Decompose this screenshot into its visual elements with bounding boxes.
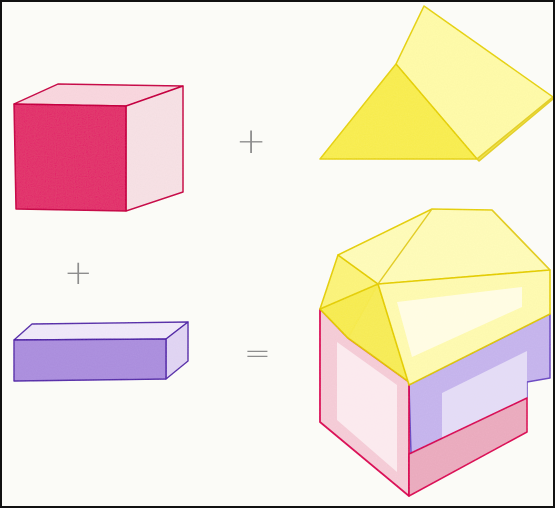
purple-rectangular-block — [14, 322, 188, 381]
equals-sign: = — [244, 337, 271, 369]
plus-sign-left: + — [64, 256, 93, 290]
red-cube-front-face — [14, 104, 126, 211]
block-top-face — [14, 322, 188, 340]
composite-house — [320, 209, 550, 496]
red-cube-side-face — [126, 86, 183, 211]
block-front-face — [14, 339, 166, 381]
red-cube — [14, 84, 183, 211]
plus-sign-top: + — [236, 124, 266, 160]
yellow-triangular-prism — [320, 6, 553, 161]
